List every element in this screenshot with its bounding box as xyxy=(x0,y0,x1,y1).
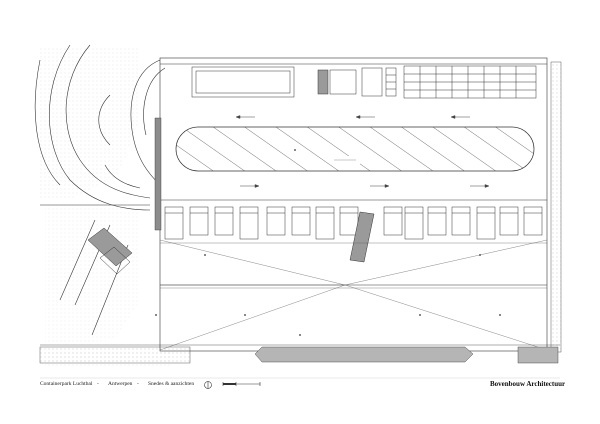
container-row xyxy=(164,206,543,240)
container xyxy=(427,206,447,236)
ramp-strip xyxy=(154,117,162,231)
container xyxy=(315,206,335,240)
traffic-arrows xyxy=(235,115,490,188)
slope-lines xyxy=(159,239,548,351)
architect-firm: Bovenbouw Architectuur xyxy=(490,380,566,388)
project-city: Antwerpen xyxy=(108,381,133,387)
container xyxy=(339,206,359,236)
drawing-subject: Snedes & aanzichten xyxy=(148,381,195,387)
container xyxy=(404,206,424,240)
container xyxy=(164,206,184,240)
container xyxy=(189,206,209,236)
container xyxy=(214,206,234,236)
container xyxy=(499,206,519,236)
container xyxy=(239,206,259,240)
container xyxy=(476,206,496,240)
container xyxy=(523,206,543,236)
caption-separator-1: - xyxy=(97,381,99,387)
container xyxy=(383,206,403,236)
survey-markers xyxy=(155,149,501,336)
slanted-container xyxy=(349,211,375,263)
caption-separator-2: - xyxy=(137,381,139,387)
scale-bar-icon xyxy=(222,382,261,386)
container xyxy=(266,206,286,236)
lower-left-building xyxy=(87,227,133,275)
site-boundary xyxy=(159,57,548,352)
right-edge-strip xyxy=(550,61,562,353)
parking-island xyxy=(175,126,535,172)
landscape-area xyxy=(40,48,170,368)
north-arrow-icon xyxy=(204,381,212,389)
top-buildings xyxy=(191,65,537,99)
project-name: Containerpark Luchtbal xyxy=(40,381,93,387)
container xyxy=(451,206,471,236)
bottom-bands xyxy=(39,344,560,364)
container xyxy=(291,206,311,236)
